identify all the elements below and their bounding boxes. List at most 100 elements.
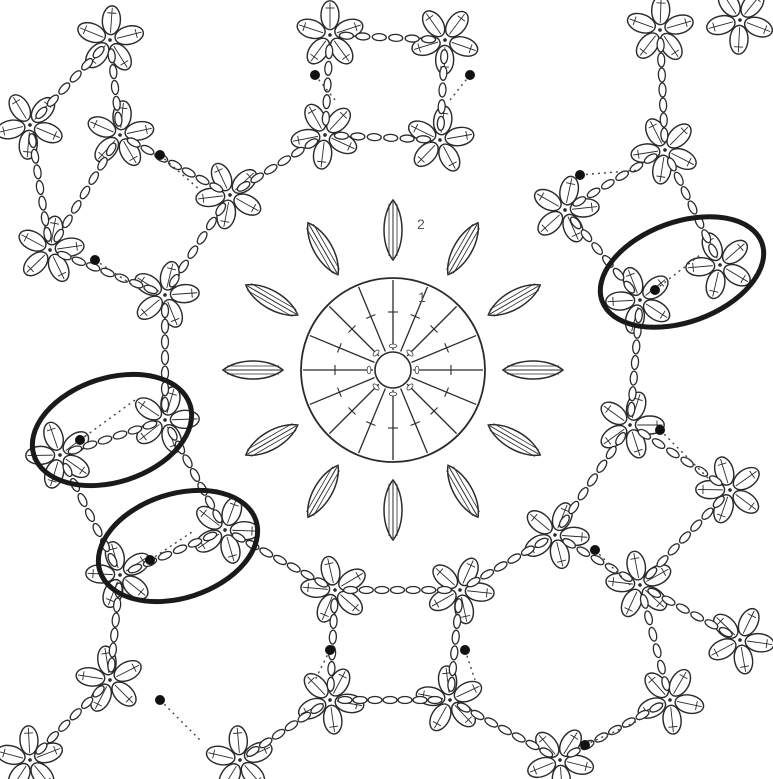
- chain-stitch: [660, 113, 668, 127]
- chain-stitch: [70, 199, 83, 215]
- join-dot: [155, 695, 165, 705]
- chain-stitch: [452, 630, 460, 645]
- chain-stitch: [328, 661, 336, 675]
- chain-stitch: [375, 587, 389, 594]
- chain-stitch: [679, 455, 695, 468]
- chain-stitch: [483, 716, 499, 729]
- chain-stitch: [635, 308, 643, 323]
- chain-stitch: [389, 344, 397, 348]
- chain-stitch: [666, 542, 681, 557]
- cluster-stitch: [440, 461, 486, 522]
- chain-stitch: [162, 319, 169, 333]
- chain-stitch: [284, 719, 300, 733]
- chain-stitch: [368, 697, 382, 704]
- chain-stitch: [428, 697, 442, 704]
- chain-stitch: [181, 166, 197, 179]
- chain-stitch: [416, 135, 430, 143]
- chain-stitch: [686, 200, 698, 216]
- chain-stitch: [353, 697, 367, 704]
- chain-stitch: [479, 568, 495, 581]
- chain-stitch: [322, 111, 330, 125]
- flower-motif: [694, 594, 773, 685]
- flower-motif: [623, 653, 718, 746]
- cluster-stitch: [484, 417, 545, 463]
- chain-stitch: [111, 80, 119, 95]
- chain-stitch: [186, 244, 199, 260]
- flower-motif: [524, 169, 607, 249]
- chain-stitch: [323, 95, 331, 109]
- chain-stitch: [631, 355, 639, 370]
- chain-stitch: [689, 518, 704, 533]
- stitch-spoke: [310, 378, 375, 405]
- chain-stitch: [172, 543, 188, 555]
- chain-stitch: [576, 545, 592, 558]
- stitch-spoke: [411, 336, 476, 363]
- chain-stitch: [586, 472, 600, 488]
- chain-stitch: [635, 709, 651, 722]
- chain-stitch: [276, 154, 292, 167]
- chain-stitch: [689, 610, 705, 623]
- chain-stitch: [595, 458, 609, 474]
- chain-stitch: [659, 98, 667, 112]
- stitch-spoke: [407, 306, 456, 355]
- chain-stitch: [422, 587, 436, 594]
- chain-stitch: [437, 587, 451, 594]
- cluster-stitch: [484, 277, 545, 323]
- chain-stitch: [339, 32, 353, 40]
- chain-stitch: [162, 304, 169, 318]
- join-dot: [310, 70, 320, 80]
- chain-stitch: [162, 397, 169, 411]
- chain-stitch: [658, 68, 666, 82]
- flower-motif: [182, 146, 279, 243]
- chain-stitch: [78, 185, 91, 201]
- chain-stitch: [112, 613, 120, 628]
- chain-stitch: [628, 386, 636, 401]
- join-dot: [590, 545, 600, 555]
- chain-stitch: [493, 560, 509, 573]
- chain-stitch: [657, 53, 665, 67]
- flower-motif: [12, 406, 108, 503]
- cluster-stitch: [300, 461, 346, 522]
- chain-stitch: [453, 614, 461, 629]
- chain-stitch: [593, 731, 609, 744]
- chain-stitch: [35, 180, 44, 195]
- chain-stitch: [440, 50, 448, 64]
- chain-stitch: [286, 561, 302, 574]
- chain-stitch: [205, 216, 218, 232]
- chain-stitch: [600, 178, 616, 191]
- chain-stitch: [438, 100, 446, 114]
- chain-stitch: [437, 116, 445, 130]
- chain-stitch: [195, 174, 211, 187]
- chain-stitch: [576, 486, 590, 502]
- join-dot: [580, 740, 590, 750]
- chain-stitch: [167, 159, 183, 172]
- chain-stitch: [87, 170, 100, 186]
- chain-stitch: [272, 554, 288, 567]
- stitch-spoke: [359, 388, 386, 453]
- chain-stitch: [189, 467, 202, 483]
- flower-motif: [510, 490, 601, 579]
- chain-stitch: [630, 371, 638, 386]
- chain-stitch: [678, 530, 693, 545]
- chain-stitch: [673, 171, 685, 187]
- chain-stitch: [632, 340, 640, 355]
- chain-stitch: [413, 697, 427, 704]
- chain-stitch: [325, 45, 333, 59]
- stitch-spoke: [401, 388, 428, 453]
- cluster-stitch: [241, 277, 302, 323]
- chain-stitch: [661, 128, 669, 142]
- chain-stitch: [643, 610, 653, 625]
- chain-stitch: [195, 230, 208, 246]
- chain-stitch: [497, 724, 513, 737]
- chain-stitch: [68, 707, 83, 722]
- join-dot: [145, 555, 155, 565]
- stitch-spoke: [310, 336, 375, 363]
- join-line: [160, 700, 200, 740]
- chain-stitch: [406, 587, 420, 594]
- chain-stitch: [367, 366, 371, 374]
- chain-stitch: [68, 69, 83, 84]
- chain-stitch: [338, 697, 352, 704]
- chain-stitch: [57, 81, 72, 96]
- stitch-spoke: [329, 384, 378, 433]
